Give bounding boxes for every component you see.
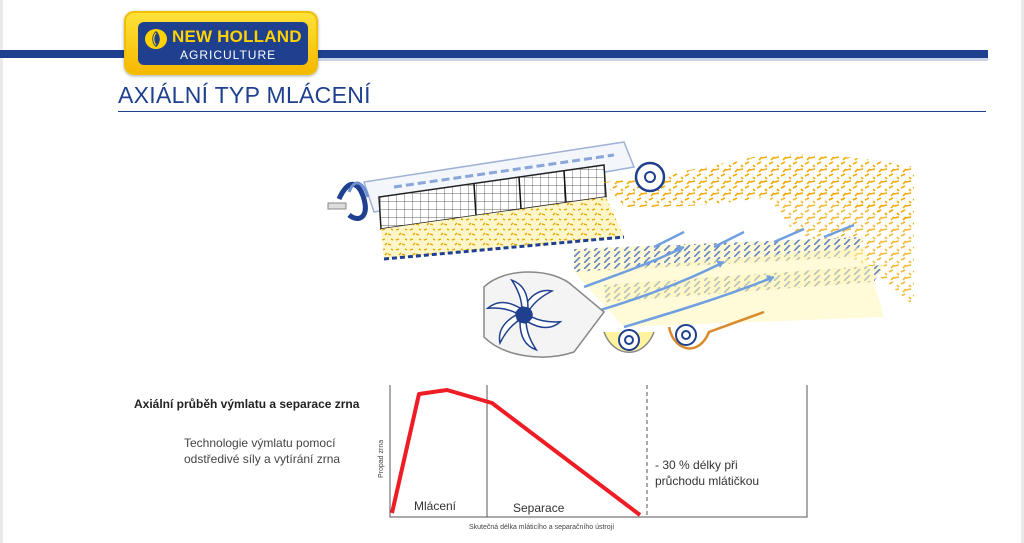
graph-x-label: Skutečná délka mláticího a separačního ú… xyxy=(469,524,614,531)
caption-heading: Axiální průběh výmlatu a separace zrna xyxy=(134,397,360,411)
note-line-1: - 30 % délky při xyxy=(655,458,738,472)
grain-separation-graph: Propad zrna Mlácení Separace Skutečná dé… xyxy=(378,385,808,531)
grain-drop-curve xyxy=(390,388,642,517)
note-line-2: průchodu mlátičkou xyxy=(655,474,760,488)
left-edge-rule xyxy=(0,0,3,543)
right-edge-rule xyxy=(1021,0,1024,543)
logo-subtitle: AGRICULTURE xyxy=(180,48,277,62)
caption-line-1: Technologie výmlatu pomocí xyxy=(184,436,336,450)
axial-threshing-illustration xyxy=(327,141,914,358)
title-underline xyxy=(118,111,986,112)
caption-line-2: odstředivé síly a vytírání zrna xyxy=(184,452,341,466)
new-holland-logo: NEW HOLLAND AGRICULTURE xyxy=(124,11,318,75)
page-title: AXIÁLNÍ TYP MLÁCENÍ xyxy=(118,82,371,108)
region-label-threshing: Mlácení xyxy=(414,499,457,513)
leaf-icon xyxy=(145,29,167,49)
logo-panel: NEW HOLLAND AGRICULTURE xyxy=(138,22,308,65)
logo-brand: NEW HOLLAND xyxy=(172,27,302,46)
header-bar-accent xyxy=(310,58,988,61)
region-label-separation: Separace xyxy=(513,501,565,515)
header-bar xyxy=(0,50,988,58)
graph-y-label: Propad zrna xyxy=(378,440,385,478)
graph-frame xyxy=(389,385,808,518)
